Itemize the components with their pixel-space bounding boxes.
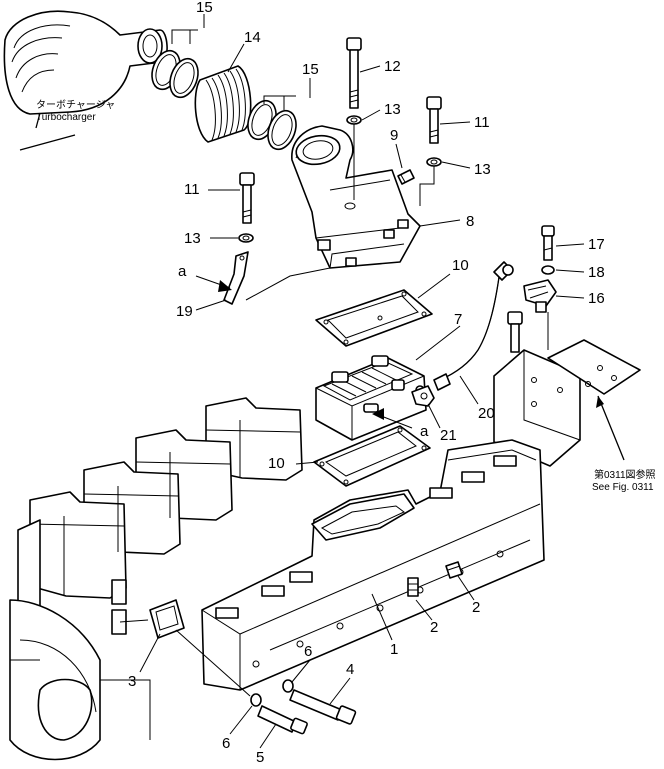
callout-16: 16 xyxy=(588,290,605,307)
bolt-4 xyxy=(289,689,357,725)
engine-cylinder-heads xyxy=(9,397,303,761)
plug-2-lower xyxy=(407,577,419,597)
washer-6-lower xyxy=(250,693,262,707)
callout-2-right: 2 xyxy=(472,599,480,616)
bolt-11-right xyxy=(426,96,442,144)
washer-18 xyxy=(541,265,555,275)
exhaust-manifold-1 xyxy=(201,439,545,691)
callout-9: 9 xyxy=(390,127,398,144)
leader-lines xyxy=(119,14,585,749)
callout-a-upper: a xyxy=(178,263,187,280)
callout-13-left: 13 xyxy=(184,230,201,247)
bolt-bracket xyxy=(507,311,523,353)
arrow-a-upper-head xyxy=(218,280,232,292)
bolt-17 xyxy=(541,225,555,261)
washer-13-left xyxy=(238,233,254,243)
bolt-12 xyxy=(346,37,362,109)
clamp-16 xyxy=(523,279,557,313)
callout-7: 7 xyxy=(454,311,462,328)
exhaust-elbow-connector xyxy=(291,125,421,269)
callout-3: 3 xyxy=(128,673,136,690)
callout-13-right: 13 xyxy=(474,161,491,178)
washer-6-upper xyxy=(282,679,294,693)
callout-10-upper: 10 xyxy=(452,257,469,274)
callout-18: 18 xyxy=(588,264,605,281)
callout-11-right: 11 xyxy=(474,114,490,131)
callout-15-lower: 15 xyxy=(302,61,319,78)
turbocharger-label-jp: ターボチャージャ xyxy=(36,99,115,111)
turbocharger-drawing xyxy=(3,10,168,151)
bracket-19 xyxy=(223,251,249,305)
callout-17: 17 xyxy=(588,236,605,253)
turbocharger-label-en: Turbocharger xyxy=(36,112,96,123)
washer-13-top xyxy=(346,115,362,125)
callout-13-top: 13 xyxy=(384,101,401,118)
tube-20 xyxy=(433,261,514,391)
plug-2-right xyxy=(445,561,463,579)
callout-10-lower: 10 xyxy=(268,455,285,472)
callout-8: 8 xyxy=(466,213,474,230)
callout-4: 4 xyxy=(346,661,354,678)
valve-block-7 xyxy=(315,355,427,441)
callout-labels: 15 14 15 12 13 11 9 13 11 8 13 17 18 16 … xyxy=(128,0,605,766)
callout-12: 12 xyxy=(384,58,401,75)
figref-label-en: See Fig. 0311 xyxy=(592,482,654,493)
callout-6-lower: 6 xyxy=(222,735,230,752)
elbow-fitting-21 xyxy=(411,385,435,407)
bolt-5 xyxy=(257,705,308,735)
arrow-a-lower-head xyxy=(372,408,384,420)
callout-11-left: 11 xyxy=(184,181,200,198)
o-ring-set-upper xyxy=(151,49,199,99)
bolt-11-left xyxy=(239,172,255,224)
gasket-3 xyxy=(149,599,185,639)
plug-9 xyxy=(397,169,415,185)
callout-6-upper: 6 xyxy=(304,643,312,660)
callout-14: 14 xyxy=(244,29,261,46)
mounting-bracket-plate xyxy=(493,339,641,467)
callout-20: 20 xyxy=(478,405,495,422)
o-ring-set-lower xyxy=(247,99,297,151)
gasket-10-upper xyxy=(315,289,433,347)
figref-label-jp: 第0311図参照 xyxy=(594,468,656,481)
callout-21: 21 xyxy=(440,427,457,444)
callout-5: 5 xyxy=(256,749,264,766)
callout-15-upper: 15 xyxy=(196,0,213,16)
callout-19: 19 xyxy=(176,303,193,320)
callout-2-lower: 2 xyxy=(430,619,438,636)
callout-a-lower: a xyxy=(420,423,429,440)
bellows-connector xyxy=(194,65,252,143)
callout-1: 1 xyxy=(390,641,398,658)
gasket-10-lower xyxy=(313,425,431,487)
washer-13-right xyxy=(426,157,442,167)
